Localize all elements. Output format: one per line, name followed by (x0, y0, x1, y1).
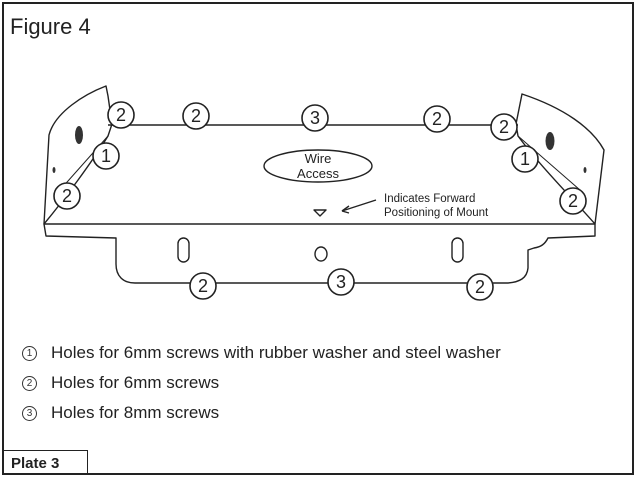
callout-1-b: 1 (511, 145, 539, 173)
callout-2-e: 2 (53, 182, 81, 210)
wire-access-label-1: Wire (305, 151, 332, 166)
center-hole (314, 246, 328, 262)
plate-outline (43, 223, 596, 284)
figure-frame (2, 2, 634, 475)
legend-text: Holes for 6mm screws (51, 373, 220, 392)
svg-text:2: 2 (432, 109, 442, 129)
plate-label: Plate 3 (4, 450, 88, 475)
callout-2-g: 2 (189, 272, 217, 300)
forward-note-1: Indicates Forward (384, 193, 475, 205)
legend-item-3: 3 Holes for 8mm screws (22, 398, 501, 428)
slot-left (177, 237, 190, 263)
legend-number: 2 (22, 375, 37, 391)
right-wing-hole (545, 132, 555, 150)
svg-text:2: 2 (568, 191, 578, 211)
callout-2-b: 2 (182, 102, 210, 130)
wire-access-label-2: Access (297, 166, 339, 181)
forward-note-2: Positioning of Mount (384, 207, 489, 219)
slot-right (451, 237, 464, 263)
legend-item-2: 2 Holes for 6mm screws (22, 368, 501, 398)
callout-1-a: 1 (92, 142, 120, 170)
callout-2-c: 2 (423, 105, 451, 133)
forward-triangle (313, 209, 327, 217)
callout-3-b: 3 (327, 268, 355, 296)
svg-text:1: 1 (520, 149, 530, 169)
left-wing-hole (75, 126, 83, 144)
callout-2-a: 2 (107, 101, 135, 129)
figure-title: Figure 4 (10, 14, 91, 39)
legend: 1 Holes for 6mm screws with rubber washe… (22, 338, 501, 428)
callout-2-d: 2 (490, 113, 518, 141)
svg-text:2: 2 (62, 186, 72, 206)
legend-item-1: 1 Holes for 6mm screws with rubber washe… (22, 338, 501, 368)
forward-arrow (341, 199, 377, 212)
callout-2-f: 2 (559, 187, 587, 215)
svg-text:2: 2 (499, 117, 509, 137)
svg-text:3: 3 (336, 272, 346, 292)
callout-3-a: 3 (301, 104, 329, 132)
callouts: 2 2 3 2 2 1 1 2 2 2 3 2 (53, 101, 587, 301)
legend-text: Holes for 8mm screws (51, 403, 220, 422)
legend-number: 3 (22, 405, 37, 421)
legend-number: 1 (22, 345, 37, 361)
callout-2-h: 2 (466, 273, 494, 301)
legend-text: Holes for 6mm screws with rubber washer … (51, 343, 501, 362)
svg-text:2: 2 (198, 276, 208, 296)
svg-text:2: 2 (475, 277, 485, 297)
svg-text:2: 2 (191, 106, 201, 126)
svg-text:2: 2 (116, 105, 126, 125)
svg-text:1: 1 (101, 146, 111, 166)
wire-access-oval (263, 149, 373, 183)
svg-text:3: 3 (310, 108, 320, 128)
